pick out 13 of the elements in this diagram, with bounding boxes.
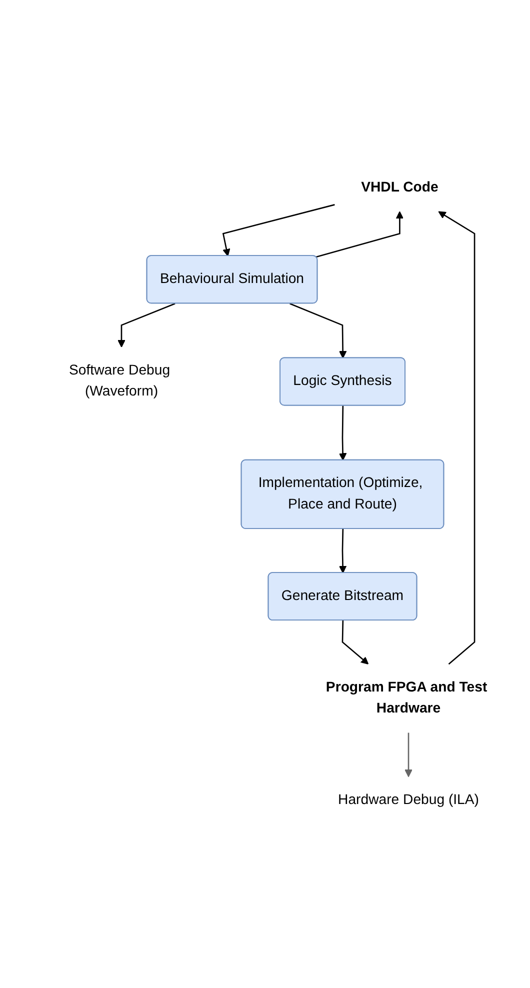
arrow (342, 620, 369, 664)
arrow (316, 211, 404, 258)
node-text: Software Debug (Waveform) (69, 362, 170, 399)
arrow (404, 732, 412, 777)
arrow (338, 528, 347, 574)
node-text: Program FPGA and Test Hardware (326, 680, 488, 716)
node-text: Hardware Debug (ILA) (338, 792, 479, 808)
arrow (290, 302, 347, 358)
arrow (438, 211, 476, 664)
arrow (222, 204, 335, 256)
arrow (338, 406, 347, 460)
arrow (118, 302, 176, 348)
node-text: VHDL Code (361, 180, 438, 195)
